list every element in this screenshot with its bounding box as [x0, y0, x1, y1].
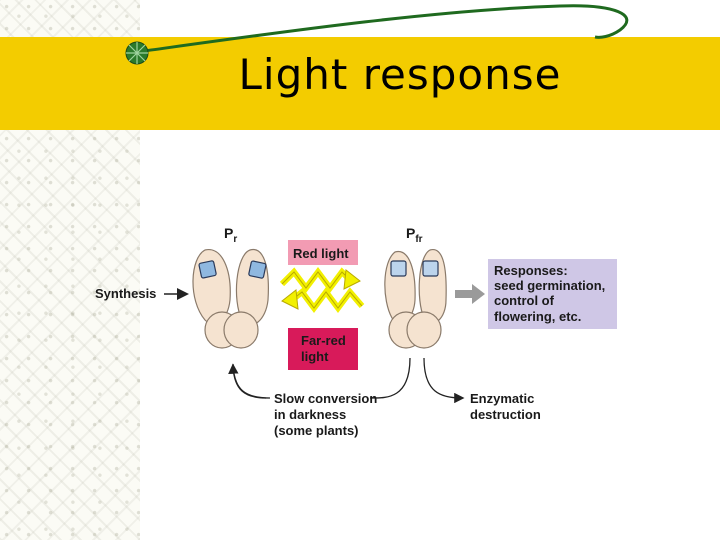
slow-conversion-line1: Slow conversion [274, 391, 377, 406]
slow-conversion-line2: in darkness [274, 407, 346, 422]
responses-line4: flowering, etc. [494, 309, 581, 324]
decorative-sphere-icon [125, 41, 149, 65]
red-light-label: Red light [293, 246, 349, 261]
responses-line3: control of [494, 293, 555, 308]
synthesis-label: Synthesis [95, 286, 156, 301]
responses-box: Responses: seed germination, control of … [488, 259, 617, 329]
far-red-label-line1: Far-red [301, 333, 346, 348]
pr-label: Pr [224, 225, 237, 245]
slow-conversion-line3: (some plants) [274, 423, 359, 438]
pfr-molecule [384, 249, 447, 349]
pfr-chromophore-left [390, 260, 407, 277]
responses-line1: Responses: [494, 263, 568, 278]
page-title: Light response [238, 50, 562, 99]
enzymatic-line2: destruction [470, 407, 541, 422]
pfr-chromophore-right [422, 260, 439, 277]
enzymatic-arrow [423, 357, 465, 404]
red-light-box: Red light [288, 240, 358, 265]
far-red-label-line2: light [301, 349, 329, 364]
response-arrow [455, 284, 485, 304]
pfr-label: Pfr [406, 225, 423, 245]
pr-molecule [192, 249, 269, 349]
enzymatic-line1: Enzymatic [470, 391, 534, 406]
pr-chromophore-left [198, 260, 217, 279]
pr-chromophore-right [248, 260, 267, 279]
title-banner [0, 37, 720, 130]
far-red-light-box: Far-red light [288, 328, 358, 370]
light-zigzag-arrows [279, 267, 365, 313]
slow-conversion-arrow [228, 363, 267, 399]
responses-line2: seed germination, [494, 278, 605, 293]
